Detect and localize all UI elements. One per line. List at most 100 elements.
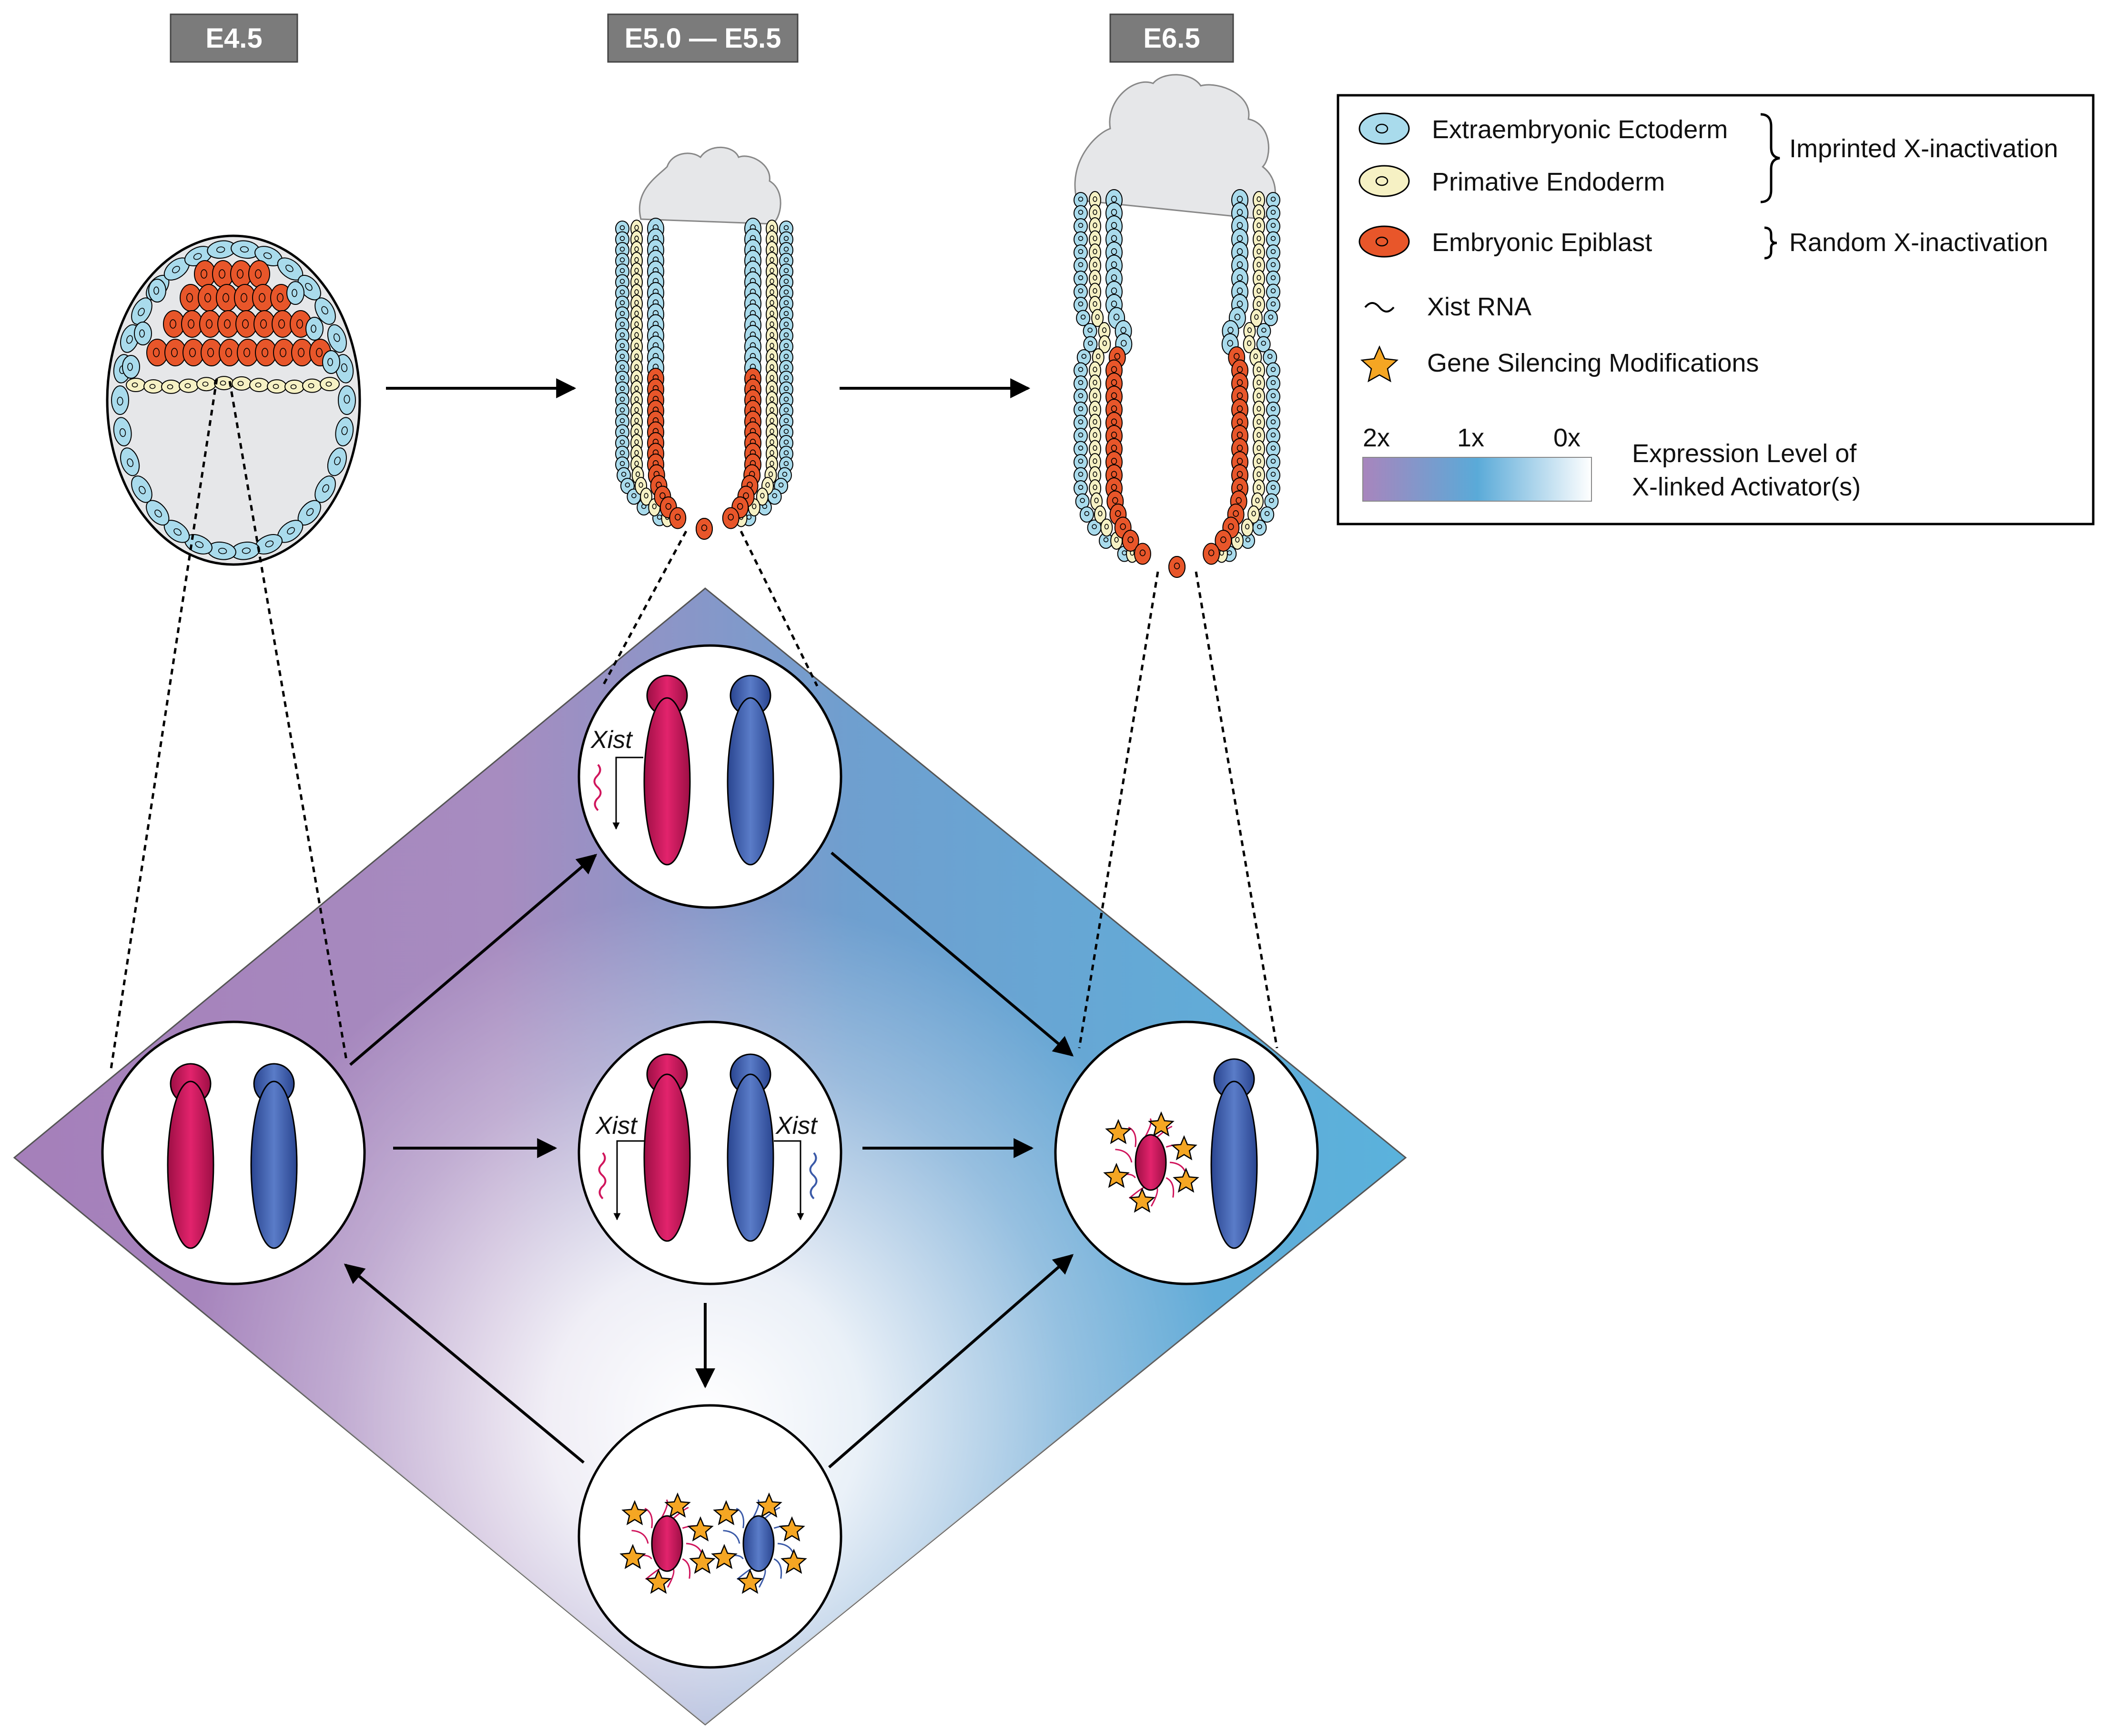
cell [1253, 283, 1265, 301]
cell [1260, 506, 1275, 523]
cell [696, 518, 713, 540]
legend: Extraembryonic Ectoderm Primative Endode… [1337, 94, 2095, 525]
cell [302, 378, 322, 393]
cell [134, 322, 152, 345]
active-paternal-x-chromosome [1210, 1058, 1258, 1249]
cell [1247, 505, 1260, 524]
cell [131, 475, 152, 503]
cell [1256, 336, 1271, 353]
xist-rna-wavy-icon [1165, 1177, 1175, 1198]
star-icon [780, 1548, 807, 1574]
star-icon [1103, 1162, 1130, 1188]
svg-text:E4.5: E4.5 [205, 23, 262, 54]
star-icon [687, 1516, 714, 1542]
xist-rna-wavy-icon [809, 1152, 818, 1200]
cell [1243, 335, 1256, 353]
cell [122, 355, 140, 379]
cell [231, 240, 260, 259]
star-icon [621, 1500, 648, 1525]
cell [327, 447, 347, 476]
cell [640, 487, 653, 506]
star-icon [664, 1492, 691, 1518]
legend-item-epiblast: Embryonic Epiblast [1358, 225, 1652, 258]
xist-rna-wavy-icon [631, 1530, 649, 1544]
cell [1074, 271, 1088, 287]
cell [179, 378, 199, 393]
legend-item-silencing: Gene Silencing Modifications [1360, 345, 1759, 383]
cell [1100, 518, 1113, 537]
brace-imprinted [1760, 113, 1780, 203]
cell [669, 507, 687, 529]
cell [1203, 543, 1220, 565]
star-icon [711, 1544, 738, 1569]
cell [249, 378, 269, 393]
cell [267, 379, 287, 394]
egg-cylinder-cells [1074, 189, 1280, 578]
blastocyst-e45 [106, 234, 361, 566]
expression-scale: 2x 1x 0x Expression Level of X-linked Ac… [1362, 424, 1861, 502]
cell [1241, 518, 1254, 537]
cell [1074, 362, 1088, 379]
star-icon [737, 1568, 763, 1594]
cell [1079, 506, 1094, 523]
maternal-x-chromosome [643, 1053, 691, 1242]
cell [338, 385, 356, 415]
cell [248, 260, 270, 288]
star-icon [713, 1500, 740, 1525]
star-icon [645, 1568, 672, 1594]
cell [113, 417, 132, 446]
svg-text:Expression Level of: Expression Level of [1632, 439, 1857, 468]
cell-state-both-silenced [578, 1404, 842, 1669]
cell-state-maternal-xist: Xist [578, 644, 842, 909]
stage-label-e65: E6.5 [1109, 13, 1234, 63]
star-icon [756, 1492, 782, 1518]
cell [1134, 543, 1151, 565]
svg-text:Gene Silencing Modifications: Gene Silencing Modifications [1427, 349, 1759, 377]
svg-text:Xist RNA: Xist RNA [1427, 293, 1531, 321]
cell [1074, 454, 1088, 470]
primitive-endoderm-layer [126, 376, 340, 394]
egg-cylinder-cells [615, 218, 793, 540]
cell [1074, 480, 1088, 496]
xist-rna-wavy-icon [644, 1507, 653, 1528]
cell-state-random-xi [1054, 1020, 1319, 1285]
silenced-maternal-x [1103, 1111, 1199, 1213]
legend-item-ectoderm: Extraembryonic Ectoderm [1358, 112, 1728, 145]
cell [1074, 283, 1088, 300]
expression-scale-bar [1362, 457, 1592, 502]
cell [148, 279, 166, 303]
star-icon [1171, 1135, 1197, 1161]
cell [1215, 530, 1232, 552]
cell [286, 281, 304, 305]
cell [232, 376, 252, 391]
stage-label-e50-e55: E5.0 — E5.5 [607, 13, 799, 63]
star-icon [779, 1516, 805, 1542]
cell [1098, 335, 1111, 353]
cell [320, 377, 340, 392]
xist-rna-wavy-icon [682, 1558, 691, 1579]
xist-rna-wavy-icon [723, 1530, 740, 1544]
cell [327, 324, 347, 353]
star-icon [619, 1544, 646, 1569]
star-icon [1173, 1167, 1199, 1193]
paternal-x-chromosome [727, 675, 774, 866]
cell [1252, 519, 1267, 536]
epiblast-cluster [122, 260, 340, 379]
xist-rna-wavy-icon [1115, 1149, 1133, 1163]
cell [1075, 493, 1090, 510]
cell [1074, 231, 1088, 248]
xist-rna-wavy-icon [1128, 1126, 1137, 1147]
cell [161, 379, 181, 394]
cell [1263, 310, 1278, 326]
svg-text:2x: 2x [1363, 424, 1390, 452]
cell [1089, 217, 1101, 235]
cell [196, 377, 216, 392]
star-icon [1148, 1111, 1175, 1137]
cell-state-biallelic-xist: Xist Xist [578, 1020, 842, 1285]
maternal-x-chromosome [167, 1063, 214, 1249]
stage-label-e45: E4.5 [170, 13, 298, 63]
cell [120, 447, 140, 476]
cell [146, 339, 168, 366]
inactive-x-chromosome [1103, 1111, 1199, 1213]
wavy-line-icon [1364, 302, 1395, 313]
